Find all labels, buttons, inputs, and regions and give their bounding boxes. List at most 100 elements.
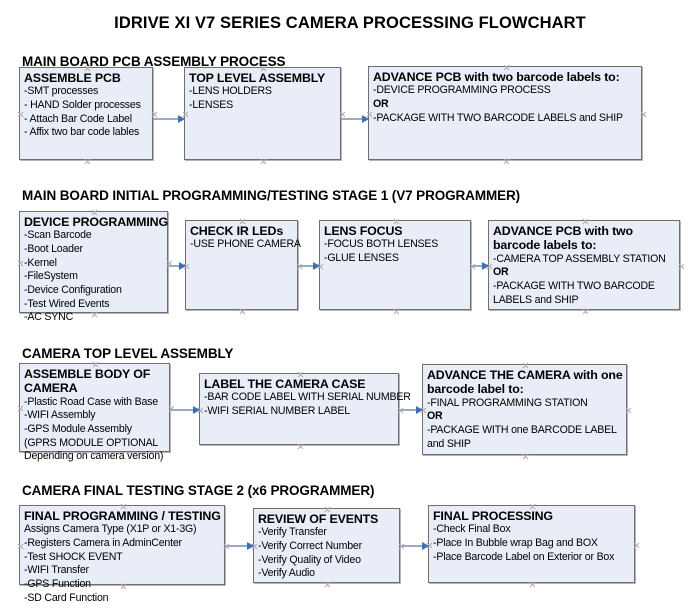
process-box-content: LENS FOCUS-FOCUS BOTH LENSES-GLUE LENSES	[320, 221, 470, 268]
flow-arrow-6[interactable]	[170, 405, 200, 414]
process-box-line: -BAR CODE LABEL WITH SERIAL NUMBER	[204, 391, 411, 404]
connection-handle-bottom[interactable]	[522, 453, 529, 460]
process-box-line: -Verify Correct Number	[258, 540, 362, 553]
process-box-line: -PACKAGE WITH TWO BARCODE LABELS and SHI…	[493, 280, 655, 306]
flow-arrow-4[interactable]	[298, 261, 320, 270]
process-box-content: REVIEW OF EVENTS-Verify Transfer-Verify …	[254, 509, 399, 583]
process-box-line: - HAND Solder processes	[24, 99, 141, 112]
flow-arrow-9[interactable]	[400, 541, 429, 550]
connection-handle-bottom[interactable]	[503, 158, 510, 165]
process-box-line: OR	[493, 266, 509, 279]
process-box-title: ASSEMBLE PCB	[24, 71, 121, 85]
process-box-content: ASSEMBLE PCB-SMT processes- HAND Solder …	[20, 68, 152, 142]
process-box-line: -DEVICE PROGRAMMING PROCESS	[373, 84, 551, 97]
process-box-lines: -Scan Barcode-Boot Loader-Kernel-FileSys…	[24, 229, 165, 325]
process-box-line: OR	[427, 410, 443, 423]
process-box-line: -AC SYNC	[24, 311, 74, 324]
process-box-title: LABEL THE CAMERA CASE	[204, 377, 366, 391]
process-box-top-level-assembly[interactable]: TOP LEVEL ASSEMBLY-LENS HOLDERS-LENSES	[184, 67, 341, 160]
process-box-line: -Check Final Box	[433, 523, 511, 536]
process-box-lines: -LENS HOLDERS-LENSES	[189, 85, 338, 112]
process-box-content: ASSEMBLE BODY OF CAMERA-Plastic Road Cas…	[20, 364, 169, 466]
process-box-lines: -SMT processes- HAND Solder processes- A…	[24, 85, 150, 140]
process-box-lines: -USE PHONE CAMERA	[190, 238, 301, 252]
process-box-review-of-events[interactable]: REVIEW OF EVENTS-Verify Transfer-Verify …	[253, 508, 400, 583]
process-box-title: FINAL PROCESSING	[433, 509, 553, 523]
process-box-line: -Boot Loader	[24, 243, 83, 256]
process-box-line: -GLUE LENSES	[324, 252, 399, 265]
process-box-title: ADVANCE PCB with two barcode labels to:	[493, 224, 633, 253]
process-box-advance-the-camera-with-one-barcode-label-to[interactable]: ADVANCE THE CAMERA with one barcode labe…	[422, 364, 627, 455]
process-box-line: -FINAL PROGRAMMING STATION	[427, 396, 588, 409]
process-box-line: Depending on camera version)	[24, 450, 164, 463]
process-box-line: -Kernel	[24, 256, 57, 269]
connection-handle-bottom[interactable]	[239, 308, 246, 315]
process-box-final-processing[interactable]: FINAL PROCESSING -Check Final Box-Place …	[428, 505, 635, 583]
connection-handle-bottom[interactable]	[260, 158, 267, 165]
section-heading-main-board-initial-programming-testing-stage: MAIN BOARD INITIAL PROGRAMMING/TESTING S…	[22, 188, 521, 203]
process-box-advance-pcb-with-two-barcode-labels-to[interactable]: ADVANCE PCB with two barcode labels to:-…	[488, 220, 680, 310]
connection-handle-bottom[interactable]	[84, 158, 91, 165]
process-box-lines: -Check Final Box-Place In Bubble wrap Ba…	[433, 523, 632, 564]
process-box-content: LABEL THE CAMERA CASE-BAR CODE LABEL WIT…	[200, 374, 411, 421]
process-box-content: TOP LEVEL ASSEMBLY-LENS HOLDERS-LENSES	[185, 68, 340, 115]
process-box-lines: Assigns Camera Type (X1P or X1-3G)-Regis…	[24, 523, 222, 605]
connection-handle-bottom[interactable]	[297, 443, 304, 450]
process-box-line: -Scan Barcode	[24, 229, 92, 242]
process-box-title: ASSEMBLE BODY OF CAMERA	[24, 367, 151, 396]
process-box-line: -CAMERA TOP ASSEMBLY STATION	[493, 252, 666, 265]
flow-arrow-5[interactable]	[471, 261, 489, 270]
process-box-title: CHECK IR LEDs	[190, 224, 284, 238]
process-box-title: FINAL PROGRAMMING / TESTING	[24, 509, 221, 523]
process-box-line: -SD Card Function	[24, 591, 109, 604]
process-box-lens-focus[interactable]: LENS FOCUS-FOCUS BOTH LENSES-GLUE LENSES	[319, 220, 471, 310]
process-box-line: -SMT processes	[24, 85, 99, 98]
process-box-assemble-pcb[interactable]: ASSEMBLE PCB-SMT processes- HAND Solder …	[19, 67, 153, 160]
process-box-line: -Verify Audio	[258, 567, 315, 580]
process-box-line: Assigns Camera Type (X1P or X1-3G)	[24, 523, 197, 536]
process-box-content: FINAL PROCESSING -Check Final Box-Place …	[429, 506, 634, 566]
process-box-title: TOP LEVEL ASSEMBLY	[189, 71, 326, 85]
connection-handle-bottom[interactable]	[393, 308, 400, 315]
process-box-line: -Test SHOCK EVENT	[24, 550, 123, 563]
process-box-line: -Registers Camera in AdminCenter	[24, 537, 182, 550]
process-box-line: -Verify Transfer	[258, 526, 327, 539]
process-box-title: DEVICE PROGRAMMING	[24, 215, 168, 229]
process-box-content: ADVANCE PCB with two barcode labels to:-…	[369, 67, 641, 127]
process-box-label-the-camera-case[interactable]: LABEL THE CAMERA CASE-BAR CODE LABEL WIT…	[199, 373, 411, 445]
process-box-line: -GPS Function	[24, 578, 91, 591]
process-box-line: -PACKAGE WITH one BARCODE LABEL and SHIP	[427, 424, 617, 450]
process-box-line: (GPRS MODULE OPTIONAL	[24, 436, 159, 449]
process-box-title: REVIEW OF EVENTS	[258, 512, 379, 526]
section-heading-main-board-pcb-assembly-process: MAIN BOARD PCB ASSEMBLY PROCESS	[22, 54, 286, 69]
process-box-assemble-body-of-camera[interactable]: ASSEMBLE BODY OF CAMERA-Plastic Road Cas…	[19, 363, 170, 462]
process-box-device-programming[interactable]: DEVICE PROGRAMMING-Scan Barcode-Boot Loa…	[19, 211, 168, 323]
flow-arrow-1[interactable]	[153, 114, 185, 123]
process-box-title: ADVANCE THE CAMERA with one barcode labe…	[427, 368, 623, 397]
flow-arrow-7[interactable]	[399, 405, 423, 414]
process-box-line: -WIFI Assembly	[24, 409, 96, 422]
process-box-advance-pcb-with-two-barcode-labels-to[interactable]: ADVANCE PCB with two barcode labels to:-…	[368, 66, 642, 160]
process-box-title: LENS FOCUS	[324, 224, 403, 238]
process-box-line: -Plastic Road Case with Base	[24, 395, 158, 408]
process-box-lines: -Verify Transfer-Verify Correct Number-V…	[258, 526, 397, 581]
process-box-line: -Verify Quality of Video	[258, 553, 361, 566]
flow-arrow-2[interactable]	[341, 114, 369, 123]
process-box-content: DEVICE PROGRAMMING-Scan Barcode-Boot Loa…	[20, 212, 168, 327]
process-box-line: -GPS Module Assembly	[24, 423, 132, 436]
flow-arrow-3[interactable]	[168, 261, 186, 270]
process-box-content: ADVANCE PCB with two barcode labels to:-…	[489, 221, 679, 309]
process-box-lines: -Plastic Road Case with Base-WIFI Assemb…	[24, 396, 167, 464]
connection-handle-bottom[interactable]	[529, 581, 536, 588]
flow-arrow-8[interactable]	[225, 541, 254, 550]
section-heading-camera-final-testing-stage-2-x6-programmer: CAMERA FINAL TESTING STAGE 2 (x6 PROGRAM…	[22, 483, 375, 498]
process-box-check-ir-leds[interactable]: CHECK IR LEDs-USE PHONE CAMERA	[185, 220, 301, 310]
process-box-line: OR	[373, 98, 389, 111]
process-box-line: -Place In Bubble wrap Bag and BOX	[433, 537, 598, 550]
